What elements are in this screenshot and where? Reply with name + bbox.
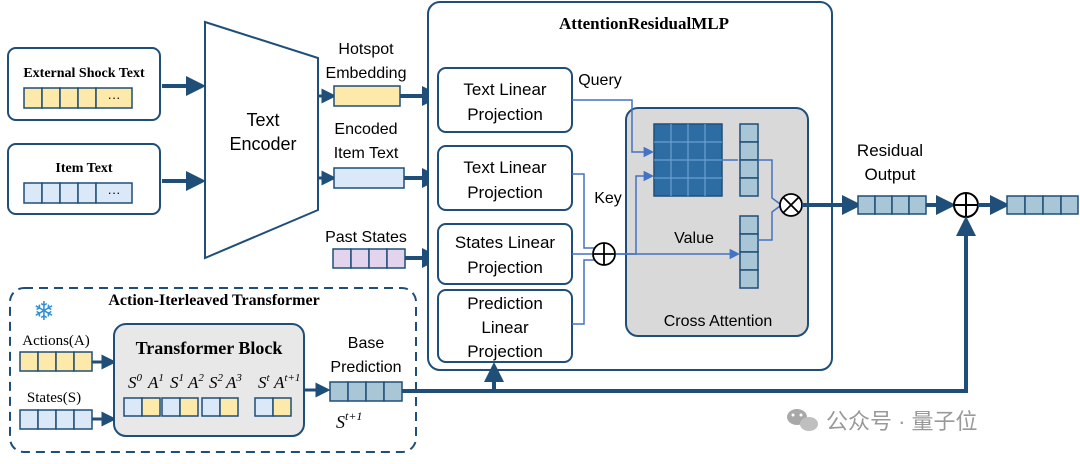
mlp-add-icon [592,242,616,266]
actions-label: Actions(A) [22,333,90,349]
value-label: Value [674,230,714,247]
external-shock-cells [23,87,133,109]
encoded-label-line2: Item Text [334,145,399,162]
actions-cells [19,351,93,372]
encoded-item-text-bar [333,167,405,189]
base-prediction-cells [329,381,403,402]
mlp-title: AttentionResidualMLP [559,14,729,33]
past-states-label: Past States [325,229,407,246]
external-shock-ellipsis: ··· [108,90,121,105]
encoder-label-line2: Encoder [229,134,296,154]
proj1-line2: Projection [467,105,543,124]
prediction-linear-projection [437,289,573,363]
proj4-line3: Projection [467,342,543,361]
transformer-title: Action-Iterleaved Transformer [108,292,319,309]
watermark: 公众号 · 量子位 [787,409,978,434]
prediction-to-plus-connector [572,259,598,325]
arrow-base-to-residual-add [402,216,976,393]
residual-output-line2: Output [864,165,915,184]
residual-output-line1: Residual [857,141,923,160]
encoder-label-line1: Text [246,110,279,130]
encoded-label-line1: Encoded [334,121,397,138]
attention-matrix [653,123,723,197]
proj1-line1: Text Linear [463,80,546,99]
base-prediction-line2: Prediction [330,359,401,376]
key-connector [572,173,598,249]
past-states-cells [332,248,406,269]
cross-attention-label: Cross Attention [664,313,773,330]
item-text-label: Item Text [55,161,113,176]
text-encoder [204,20,319,260]
seq-a2: A2 [187,372,204,392]
proj2-line1: Text Linear [463,158,546,177]
query-label: Query [578,72,622,89]
watermark-text: 公众号 · 量子位 [826,409,978,434]
hotspot-label-line1: Hotspot [338,41,394,58]
proj4-line1: Prediction [467,294,543,313]
text-linear-projection-2 [437,145,573,211]
external-shock-box [7,47,161,121]
value-to-times-connector [758,205,781,241]
query-connector [572,99,655,158]
key-label: Key [594,190,622,207]
states-label: States(S) [27,390,81,406]
final-output-cells [1006,195,1079,215]
sequence-labels: S0 A1 S1 A2 S2 A3 St At+1 [128,372,300,392]
seq-a3: A3 [225,372,242,392]
hotspot-label-line2: Embedding [326,65,407,82]
item-text-cells [23,182,133,204]
proj3-line1: States Linear [455,233,556,252]
proj2-line2: Projection [467,183,543,202]
st1-label: St+1 [336,409,362,432]
seq-st: St [258,372,271,392]
wechat-icon [787,409,818,431]
snowflake-icon: ❄ [33,296,55,326]
output-to-times-connector [758,159,781,205]
transformer-block-title: Transformer Block [136,338,283,358]
residual-output-cells [857,195,927,215]
value-column [739,215,759,289]
seq-s2: S2 [209,372,224,392]
interleaved-sequence-cells [123,397,292,417]
attention-output-column [739,123,759,197]
seq-s1: S1 [170,372,184,392]
attention-connectors [572,99,781,325]
item-text-ellipsis: ··· [108,185,121,200]
external-shock-label: External Shock Text [23,66,145,81]
multiply-icon [779,193,803,217]
base-prediction-line1: Base [348,335,385,352]
hotspot-embedding-bar [333,85,401,107]
proj4-line2: Linear [481,318,529,337]
seq-a1: A1 [147,372,164,392]
output-add-icon [953,192,979,218]
seq-s0: S0 [128,372,143,392]
proj3-line2: Projection [467,258,543,277]
seq-at1: At+1 [273,372,300,392]
states-cells [19,409,93,430]
